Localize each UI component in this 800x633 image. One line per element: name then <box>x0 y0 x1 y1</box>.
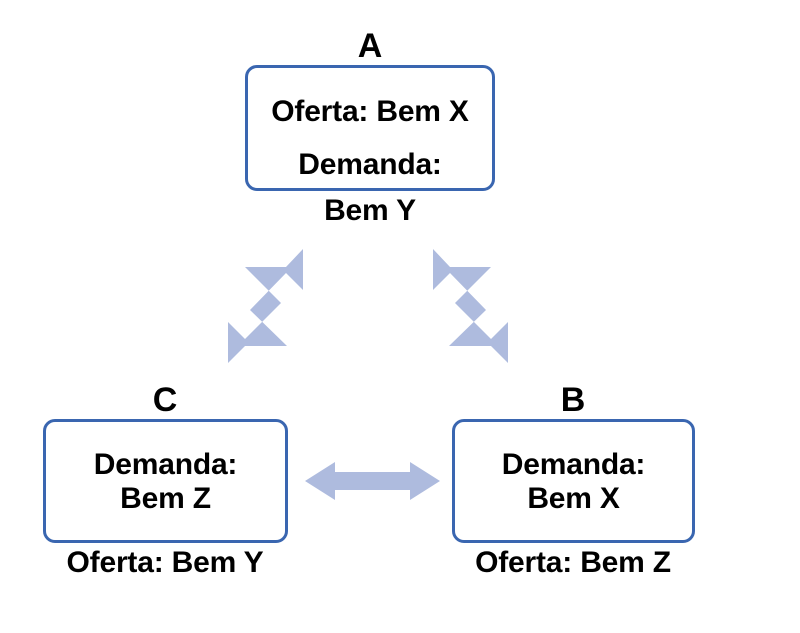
node-c-letter: C <box>152 381 178 419</box>
node-c-box[interactable] <box>43 419 288 543</box>
node-b-box[interactable] <box>452 419 695 543</box>
node-c-line-1: Demanda: <box>93 448 238 481</box>
node-a-line-1: Oferta: Bem X <box>271 95 469 128</box>
arrow-c-b <box>305 462 440 500</box>
node-c-line-2: Bem Z <box>120 482 211 515</box>
node-b-line-1: Demanda: <box>501 448 646 481</box>
node-b-line-2: Bem X <box>527 482 620 515</box>
arrow-a-b <box>433 249 508 363</box>
arrow-a-c <box>228 249 303 363</box>
node-b-line-3: Oferta: Bem Z <box>475 546 671 579</box>
node-a-line-3: Bem Y <box>324 194 416 227</box>
node-a-box[interactable] <box>245 65 495 191</box>
node-a-line-2: Demanda: <box>298 148 442 181</box>
node-c-line-3: Oferta: Bem Y <box>66 546 264 579</box>
node-b-letter: B <box>560 381 586 419</box>
node-a-letter: A <box>357 27 383 65</box>
